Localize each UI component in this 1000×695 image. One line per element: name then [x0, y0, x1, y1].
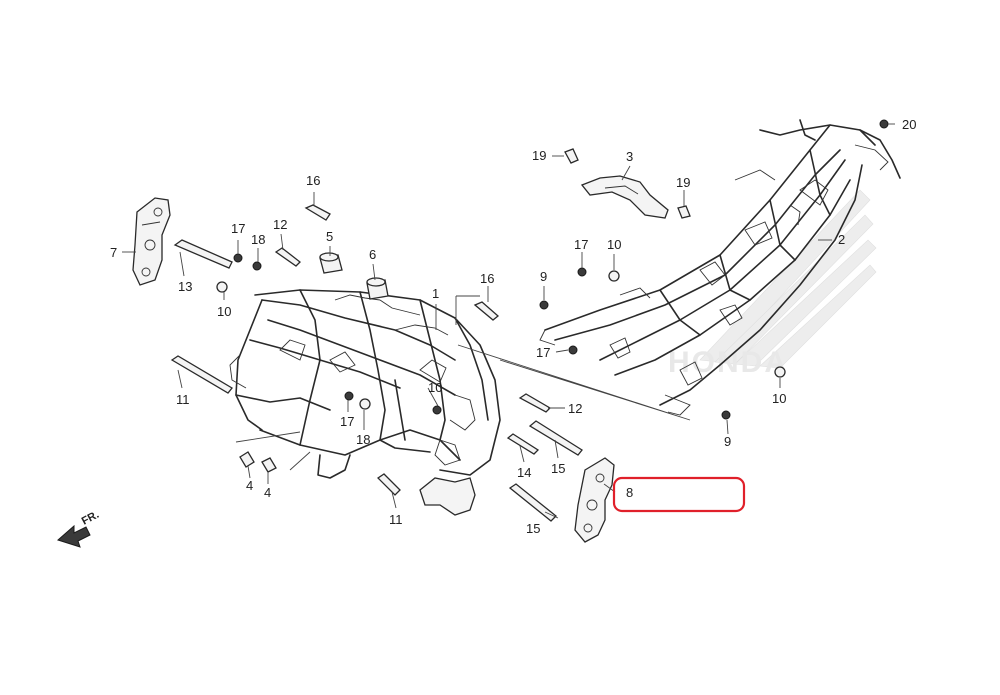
bolts [170, 148, 691, 522]
callout-14: 14 [517, 465, 531, 480]
front-label: FR. [80, 509, 101, 528]
callout-13: 13 [178, 279, 192, 294]
callout-18a: 18 [251, 232, 265, 247]
callout-17d: 17 [536, 345, 550, 360]
callout-6: 6 [369, 247, 376, 262]
callout-2: 2 [838, 232, 845, 247]
leader-lines [122, 123, 895, 519]
callout-12a: 12 [273, 217, 287, 232]
callout-10b: 10 [428, 380, 442, 395]
callout-12b: 12 [568, 401, 582, 416]
callout-1: 1 [432, 286, 439, 301]
callout-10a: 10 [217, 304, 231, 319]
front-arrow-icon [57, 524, 91, 548]
callout-15b: 15 [526, 521, 540, 536]
callout-7: 7 [110, 245, 117, 260]
callout-17b: 17 [340, 414, 354, 429]
bracket-part-3 [580, 175, 669, 219]
callout-4a: 4 [246, 478, 253, 493]
callout-17c: 17 [574, 237, 588, 252]
callout-18b: 18 [356, 432, 370, 447]
front-direction-indicator: FR. [57, 509, 101, 548]
callout-8: 8 [626, 485, 633, 500]
callout-16a: 16 [306, 173, 320, 188]
watermark-text: HONDA [668, 346, 788, 379]
nuts-and-washers [216, 119, 889, 473]
callout-10d: 10 [772, 391, 786, 406]
plate-part-7 [132, 197, 171, 286]
callout-10c: 10 [607, 237, 621, 252]
callout-labels: 1 2 3 4 4 5 6 7 8 9 9 10 10 10 10 11 11 … [110, 117, 916, 536]
callout-11b: 11 [389, 512, 403, 527]
plate-part-8 [574, 457, 615, 543]
highlight-box[interactable] [612, 476, 746, 513]
callout-16b: 16 [480, 271, 494, 286]
callout-15a: 15 [551, 461, 565, 476]
callout-5: 5 [326, 229, 333, 244]
callout-11a: 11 [176, 392, 190, 407]
callout-19a: 19 [532, 148, 546, 163]
callout-17a: 17 [231, 221, 245, 236]
callout-20: 20 [902, 117, 916, 132]
callout-4b: 4 [264, 485, 271, 500]
watermark-wing-logo: HONDA [668, 189, 877, 379]
rear-subframe [539, 119, 901, 416]
collars [319, 252, 389, 300]
callout-9b: 9 [724, 434, 731, 449]
callout-9a: 9 [540, 269, 547, 284]
callout-3: 3 [626, 149, 633, 164]
callout-19b: 19 [676, 175, 690, 190]
main-frame [229, 289, 501, 516]
